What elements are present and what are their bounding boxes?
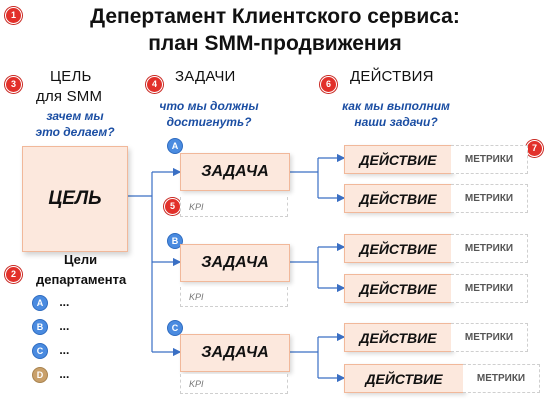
- task-label: ЗАДАЧА: [201, 254, 269, 271]
- metric-label: МЕТРИКИ: [464, 243, 514, 254]
- goal-heading-line-1: ЦЕЛЬ: [50, 68, 92, 85]
- badge-1: 1: [5, 7, 22, 24]
- task-label: ЗАДАЧА: [201, 344, 269, 361]
- goal-question-line-2: это делаем?: [35, 125, 115, 139]
- metric-label: МЕТРИКИ: [464, 193, 514, 204]
- kpi-label: KPI: [189, 379, 204, 389]
- tasks-question-line-2: достигнуть?: [166, 115, 252, 129]
- task-letter-b: B: [167, 233, 183, 249]
- metric-box-1: МЕТРИКИ: [451, 145, 528, 174]
- dept-goal-letter-a: A: [32, 295, 48, 311]
- task-box-a: ЗАДАЧА: [180, 153, 290, 191]
- action-label: ДЕЙСТВИЕ: [359, 280, 437, 297]
- actions-heading: ДЕЙСТВИЯ: [350, 68, 434, 85]
- goal-label: ЦЕЛЬ: [48, 188, 102, 209]
- action-label: ДЕЙСТВИЕ: [359, 151, 437, 168]
- goal-heading-line-2: для SMM: [36, 88, 103, 105]
- dept-goal-text: ...: [59, 319, 70, 334]
- task-letter-c: C: [167, 320, 183, 336]
- dept-goal-row: D ...: [32, 367, 69, 383]
- badge-4: 4: [146, 76, 163, 93]
- dept-goal-text: ...: [59, 295, 70, 310]
- badge-2: 2: [5, 266, 22, 283]
- action-label: ДЕЙСТВИЕ: [359, 329, 437, 346]
- action-box-4: ДЕЙСТВИЕ: [344, 274, 452, 303]
- action-box-1: ДЕЙСТВИЕ: [344, 145, 452, 174]
- action-label: ДЕЙСТВИЕ: [359, 240, 437, 257]
- dept-goals-heading-line-2: департамента: [36, 272, 127, 287]
- dept-goal-letter-c: C: [32, 343, 48, 359]
- action-box-6: ДЕЙСТВИЕ: [344, 364, 464, 393]
- actions-question-line-2: наши задачи?: [354, 115, 438, 129]
- action-label: ДЕЙСТВИЕ: [359, 190, 437, 207]
- task-to-action-connectors: [290, 153, 346, 383]
- metric-label: МЕТРИКИ: [464, 283, 514, 294]
- action-label: ДЕЙСТВИЕ: [365, 370, 443, 387]
- metric-box-4: МЕТРИКИ: [451, 274, 528, 303]
- dept-goal-letter-d: D: [32, 367, 48, 383]
- action-box-5: ДЕЙСТВИЕ: [344, 323, 452, 352]
- dept-goal-text: ...: [59, 343, 70, 358]
- dept-goal-row: C ...: [32, 343, 69, 359]
- badge-3: 3: [5, 76, 22, 93]
- action-box-2: ДЕЙСТВИЕ: [344, 184, 452, 213]
- kpi-label: KPI: [189, 292, 204, 302]
- goal-box: ЦЕЛЬ: [22, 146, 128, 252]
- metric-label: МЕТРИКИ: [464, 154, 514, 165]
- task-letter-a: A: [167, 138, 183, 154]
- kpi-box-b: KPI: [180, 287, 288, 307]
- actions-question-line-1: как мы выполним: [342, 99, 450, 113]
- dept-goals-heading-line-1: Цели: [64, 252, 98, 267]
- dept-goal-row: B ...: [32, 319, 69, 335]
- metric-label: МЕТРИКИ: [476, 373, 526, 384]
- badge-6: 6: [320, 76, 337, 93]
- dept-goal-row: A ...: [32, 295, 69, 311]
- task-label: ЗАДАЧА: [201, 163, 269, 180]
- kpi-label: KPI: [189, 202, 204, 212]
- title-line-2: план SMM-продвижения: [148, 32, 402, 55]
- metric-box-2: МЕТРИКИ: [451, 184, 528, 213]
- goal-question-line-1: зачем мы: [46, 109, 104, 123]
- metric-box-5: МЕТРИКИ: [451, 323, 528, 352]
- metric-box-6: МЕТРИКИ: [463, 364, 540, 393]
- tasks-question-line-1: что мы должны: [159, 99, 259, 113]
- metric-label: МЕТРИКИ: [464, 332, 514, 343]
- action-box-3: ДЕЙСТВИЕ: [344, 234, 452, 263]
- kpi-box-c: KPI: [180, 374, 288, 394]
- badge-5: 5: [164, 198, 181, 215]
- tasks-heading: ЗАДАЧИ: [175, 68, 236, 85]
- task-box-c: ЗАДАЧА: [180, 334, 290, 372]
- goal-to-task-connectors: [126, 167, 182, 357]
- dept-goal-text: ...: [59, 367, 70, 382]
- task-box-b: ЗАДАЧА: [180, 244, 290, 282]
- title-line-1: Депертамент Клиентского сервиса:: [90, 5, 460, 28]
- dept-goal-letter-b: B: [32, 319, 48, 335]
- kpi-box-a: KPI: [180, 197, 288, 217]
- badge-7: 7: [526, 140, 543, 157]
- metric-box-3: МЕТРИКИ: [451, 234, 528, 263]
